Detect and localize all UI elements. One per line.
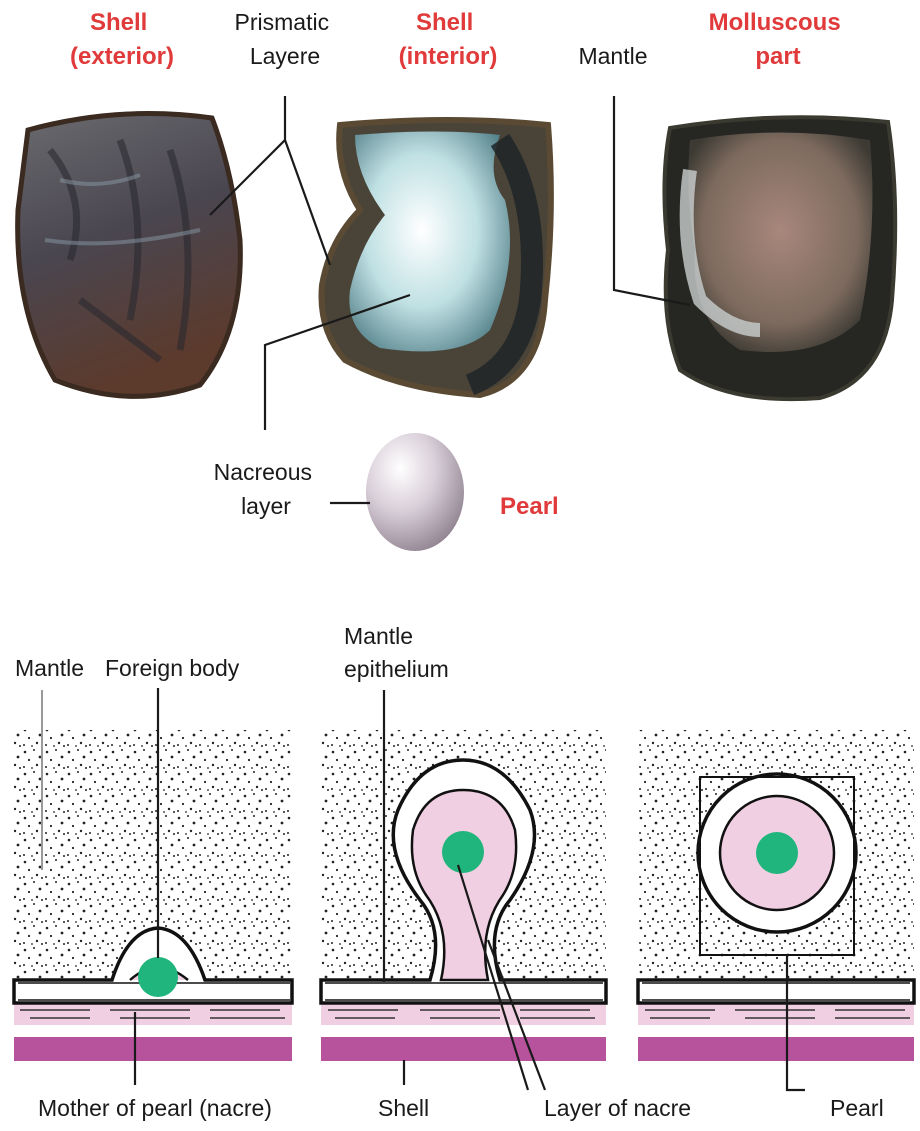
- stage-1-foreign-body-entry: [14, 730, 292, 1061]
- mother-of-pearl-label: Mother of pearl (nacre): [38, 1095, 272, 1121]
- pearl-title: Pearl: [500, 493, 559, 520]
- mantle-stage-label: Mantle: [15, 655, 84, 681]
- stage-2-pearl-sac-forming: [321, 730, 606, 1061]
- stage-3-pearl-formed: [638, 730, 914, 1061]
- shell-exterior-title: Shell (exterior): [70, 9, 174, 70]
- mantle-photo-label: Mantle: [578, 43, 647, 69]
- layer-of-nacre-label: Layer of nacre: [544, 1095, 691, 1121]
- shell-exterior-photo: [18, 114, 241, 397]
- mantle-epithelium-label: Mantle epithelium: [344, 623, 449, 682]
- molluscous-part-title: Molluscous part: [709, 9, 848, 70]
- foreign-body-label: Foreign body: [105, 655, 240, 681]
- shell-interior-title: Shell (interior): [399, 9, 498, 70]
- pearl-photo: [366, 433, 464, 551]
- shell-stage-label: Shell: [378, 1095, 429, 1121]
- nacreous-layer-label: Nacreous layer: [214, 459, 319, 519]
- molluscous-part-photo: [664, 117, 895, 399]
- pearl-stage-label: Pearl: [830, 1095, 884, 1121]
- shell-interior-photo: [321, 120, 550, 395]
- prismatic-layer-label: Prismatic Layere: [235, 9, 336, 69]
